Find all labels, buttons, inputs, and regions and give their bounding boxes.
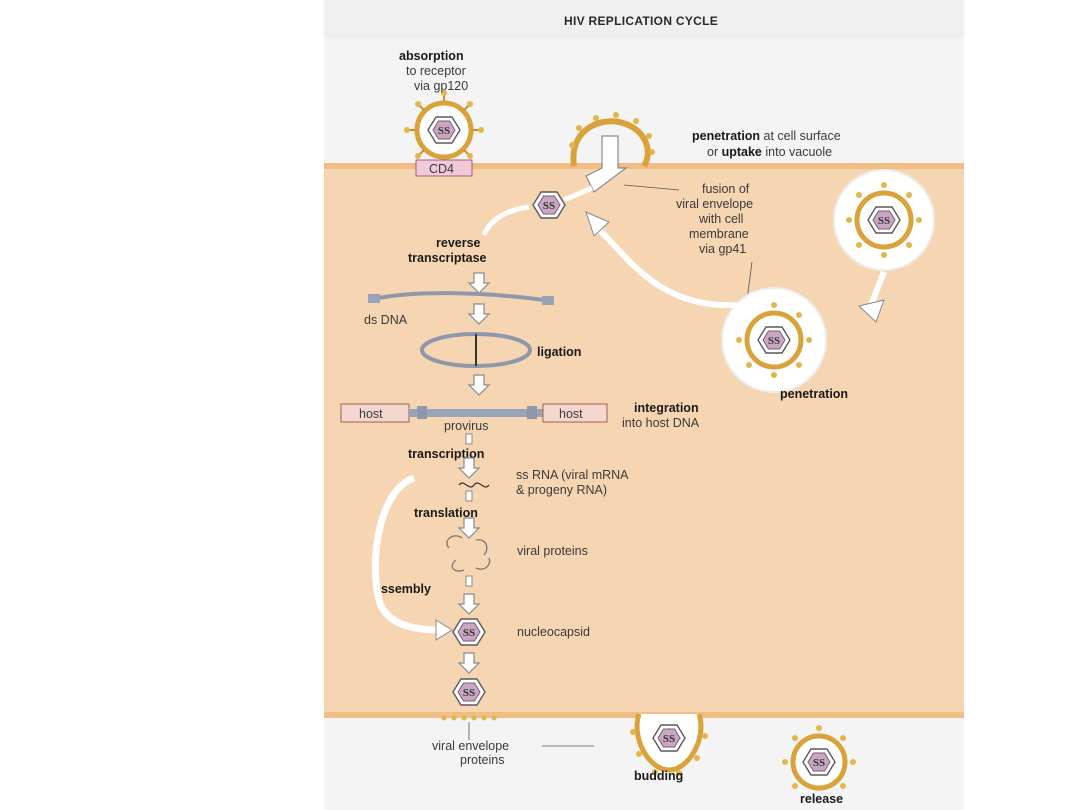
mature-nucleocapsid-icon <box>452 678 486 706</box>
viral-proteins-cluster <box>446 535 491 572</box>
vacuole-virion <box>833 169 935 271</box>
provirus-ltr-left <box>417 406 427 419</box>
surface-invagination <box>569 112 655 193</box>
connector-2 <box>465 490 473 502</box>
provirus-ltr-right <box>527 406 537 419</box>
ligation-circle <box>420 332 532 368</box>
released-virion <box>782 725 856 791</box>
release-label: release <box>800 792 843 806</box>
released-nucleocapsid <box>532 191 566 219</box>
fusion-label-1: fusion of <box>702 182 750 196</box>
penetration-top-bold: penetration at cell surface <box>692 129 841 143</box>
ss-rna-squiggle <box>458 482 490 488</box>
absorption-virion <box>404 90 484 160</box>
integration-sub-label: into host DNA <box>622 416 700 430</box>
provirus-bar <box>409 409 544 417</box>
fusion-label-4: membrane <box>689 227 749 241</box>
ds-dna-strand <box>368 291 554 305</box>
penetration-lower-label: penetration <box>780 387 848 401</box>
header-band <box>324 0 964 38</box>
fusion-label-3: with cell <box>698 212 743 226</box>
viral-envelope-label-2: proteins <box>460 753 504 767</box>
translation-label: translation <box>414 506 478 520</box>
hiv-replication-diagram: SS HIV REPLICATION CYCLE CD4 absorption … <box>324 0 964 810</box>
absorption-sub1: to receptor <box>406 64 466 78</box>
reverse-label-2: transcriptase <box>408 251 487 265</box>
ligation-label: ligation <box>537 345 581 359</box>
uptake-line: or uptake into vacuole <box>707 145 832 159</box>
envelope-proteins-marks <box>441 715 497 721</box>
assembly-loop-head <box>435 619 453 641</box>
host-box-right <box>542 403 608 423</box>
fusion-label-5: via gp41 <box>699 242 746 256</box>
assembly-label: assembly <box>374 582 431 596</box>
connector-3 <box>465 575 473 587</box>
budding-virion <box>630 713 708 776</box>
fusion-pointer <box>623 184 680 191</box>
ds-dna-label: ds DNA <box>364 313 408 327</box>
arrow-vacuole-to-capsid <box>592 222 740 309</box>
nucleocapsid-icon <box>452 618 486 646</box>
connector-1 <box>465 433 473 445</box>
host-label-left: host <box>359 407 383 421</box>
ss-rna-label-2: & progeny RNA) <box>516 483 607 497</box>
integration-label: integration <box>634 401 699 415</box>
arrow-vacuole-head <box>857 299 885 323</box>
viral-proteins-label: viral proteins <box>517 544 588 558</box>
arrow-from-fusion <box>563 185 593 203</box>
penetration-vacuole <box>721 287 827 393</box>
arrow-to-reverse <box>481 204 530 237</box>
viral-envelope-label-1: viral envelope <box>432 739 509 753</box>
reverse-label-1: reverse <box>436 236 481 250</box>
cd4-receptor <box>415 159 473 177</box>
budding-label: budding <box>634 769 683 783</box>
nucleocapsid-label: nucleocapsid <box>517 625 590 639</box>
arrow-vacuole-to-capsid-head <box>585 211 610 237</box>
host-label-right: host <box>559 407 583 421</box>
diagram-title: HIV REPLICATION CYCLE <box>564 14 718 28</box>
assembly-loop-arrow <box>371 474 440 634</box>
absorption-label: absorption <box>399 49 464 63</box>
ss-rna-label-1: ss RNA (viral mRNA <box>516 468 629 482</box>
cd4-label: CD4 <box>429 162 454 176</box>
provirus-label: provirus <box>444 419 488 433</box>
fusion-label-2: viral envelope <box>676 197 753 211</box>
absorption-sub2: via gp120 <box>414 79 468 93</box>
